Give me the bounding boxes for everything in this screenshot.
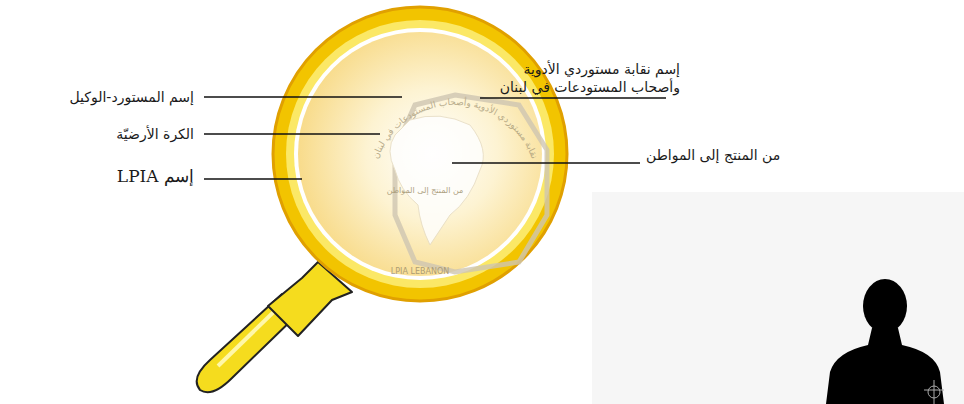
logo-ring-text: نقابة مستوردي الأدوية وأصحاب المستودعات … xyxy=(370,97,539,161)
association-logo: نقابة مستوردي الأدوية وأصحاب المستودعات … xyxy=(370,95,547,276)
silhouette xyxy=(826,279,944,404)
callout-label: الكرة الأرضيّة xyxy=(116,125,194,143)
logo-slogan: من المنتج إلى المواطن xyxy=(387,186,464,196)
callout-label: إسم المستورد-الوكيل xyxy=(69,88,194,106)
callout-label: إسم LPIA xyxy=(117,167,194,185)
callout-label: إسم نقابة مستوردي الأدوية وأصحاب المستود… xyxy=(470,60,680,96)
callout-label: من المنتج إلى المواطن xyxy=(646,146,780,164)
photo-panel xyxy=(592,192,964,404)
magnifier-lens xyxy=(273,7,567,301)
leader-lines xyxy=(204,97,666,179)
magnifier-handle xyxy=(197,262,352,392)
logo-acronym: LPIA LEBANON xyxy=(391,267,449,276)
logo-ring-text: نقابة مستوردي الأدوية وأصحاب المستودعات … xyxy=(370,97,539,161)
